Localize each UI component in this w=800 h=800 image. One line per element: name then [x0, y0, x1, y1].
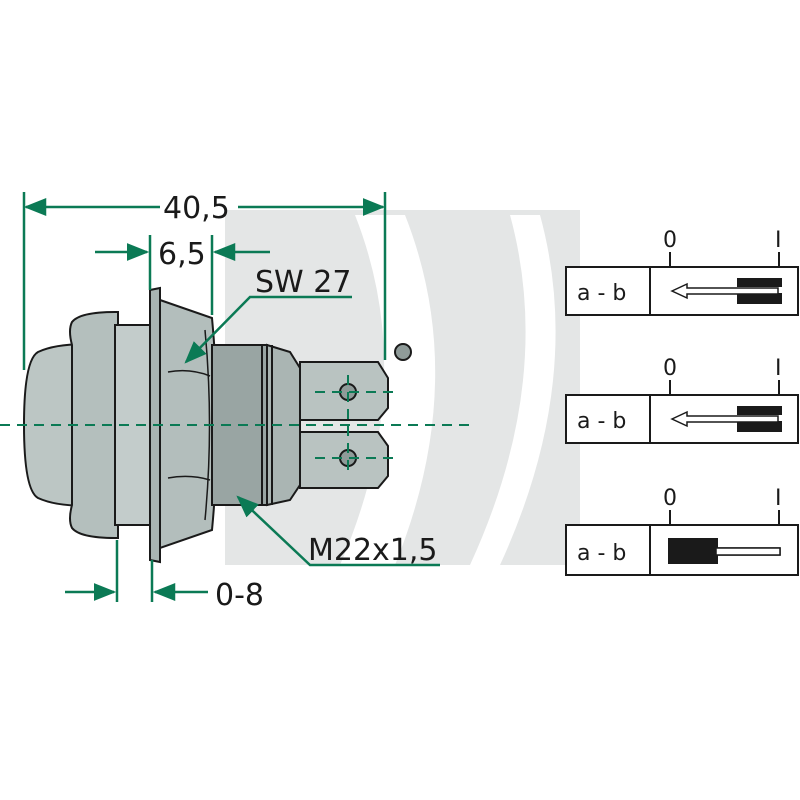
center-lines	[0, 375, 470, 475]
leader-sw27	[184, 295, 352, 364]
position-off-label: 0	[663, 356, 677, 381]
position-on-label: I	[775, 228, 782, 253]
position-off-label: 0	[663, 228, 677, 253]
switch-position-table: 0 I a - b 0 I a - b	[565, 228, 799, 576]
dim-wrench-size-label: SW 27	[255, 265, 351, 300]
indicator-arrow-icon	[670, 406, 782, 432]
dim-panel-thickness-label: 0-8	[215, 578, 264, 613]
contacts-label: a - b	[577, 409, 626, 434]
leader-thread	[236, 495, 440, 567]
dim-flange-width-label: 6,5	[158, 237, 206, 272]
dim-thread-label: M22x1,5	[308, 533, 438, 568]
position-on-label: I	[775, 486, 782, 511]
switch-row-2: 0 I a - b	[565, 356, 799, 444]
position-on-label: I	[775, 356, 782, 381]
switch-row-1: 0 I a - b	[565, 228, 799, 316]
switch-row-3: 0 I a - b	[565, 486, 799, 576]
dim-overall-length-label: 40,5	[163, 191, 230, 226]
indicator-arrow-icon	[668, 538, 781, 564]
contacts-label: a - b	[577, 281, 626, 306]
contacts-label: a - b	[577, 541, 626, 566]
dimension-lines	[22, 192, 440, 602]
indicator-arrow-icon	[670, 278, 782, 304]
position-off-label: 0	[663, 486, 677, 511]
